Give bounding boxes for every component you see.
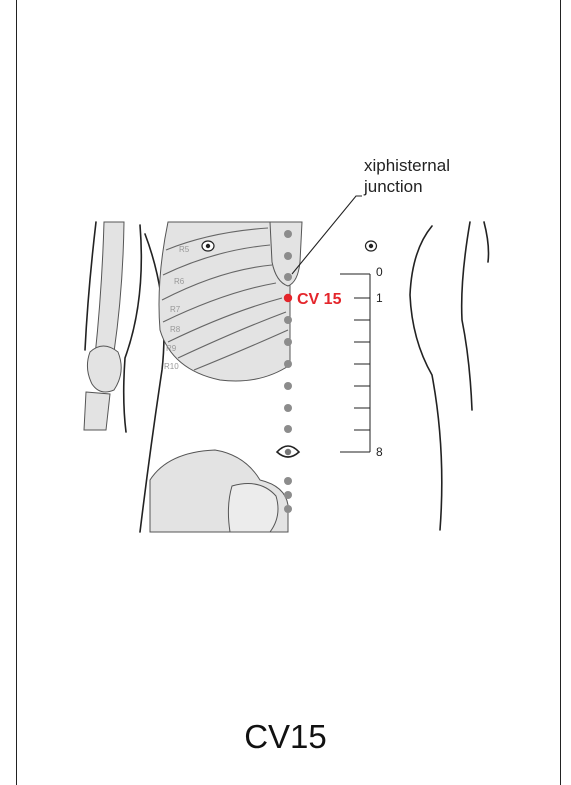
sacrum-detail bbox=[228, 484, 278, 532]
left-arm-inner-line bbox=[124, 225, 142, 432]
annotation-line-2: junction bbox=[363, 177, 423, 196]
meridian-dot bbox=[284, 360, 292, 368]
skeleton bbox=[84, 222, 302, 532]
meridian-dot bbox=[284, 338, 292, 346]
scale-label-8: 8 bbox=[376, 445, 383, 459]
left-arm-outer-line bbox=[85, 222, 96, 350]
meridian-dot bbox=[284, 273, 292, 281]
meridian-dot bbox=[284, 382, 292, 390]
acupoint-cv15-dot bbox=[284, 294, 292, 302]
right-nipple bbox=[366, 241, 377, 251]
meridian-dot bbox=[284, 505, 292, 513]
left-forearm bbox=[84, 392, 110, 430]
meridian-dot bbox=[284, 425, 292, 433]
meridian-dot bbox=[284, 230, 292, 238]
navel bbox=[277, 446, 299, 457]
page-title: CV15 bbox=[0, 718, 571, 756]
meridian-dot bbox=[284, 316, 292, 324]
rib-label-r9: R9 bbox=[166, 344, 177, 353]
meridian-dot bbox=[284, 252, 292, 260]
left-nipple bbox=[202, 241, 214, 251]
rib-label-r10: R10 bbox=[164, 362, 179, 371]
rib-label-r5: R5 bbox=[179, 245, 190, 254]
rib-label-r7: R7 bbox=[170, 305, 181, 314]
scale-label-0: 0 bbox=[376, 265, 383, 279]
left-elbow bbox=[87, 346, 121, 392]
annotation-leader-line bbox=[292, 196, 362, 274]
meridian-dot bbox=[284, 477, 292, 485]
rib-label-r6: R6 bbox=[174, 277, 185, 286]
annotation-line-1: xiphisternal bbox=[364, 156, 450, 175]
meridian-dot bbox=[284, 491, 292, 499]
measurement-scale bbox=[340, 274, 370, 452]
right-arm-inner-line bbox=[462, 222, 472, 410]
acupoint-cv15-label: CV 15 bbox=[297, 291, 342, 308]
meridian-dot bbox=[284, 404, 292, 412]
right-arm-outer-line bbox=[484, 222, 489, 262]
scale-label-1: 1 bbox=[376, 291, 383, 305]
left-humerus bbox=[95, 222, 124, 356]
right-torso-line bbox=[410, 226, 442, 530]
rib-label-r8: R8 bbox=[170, 325, 181, 334]
